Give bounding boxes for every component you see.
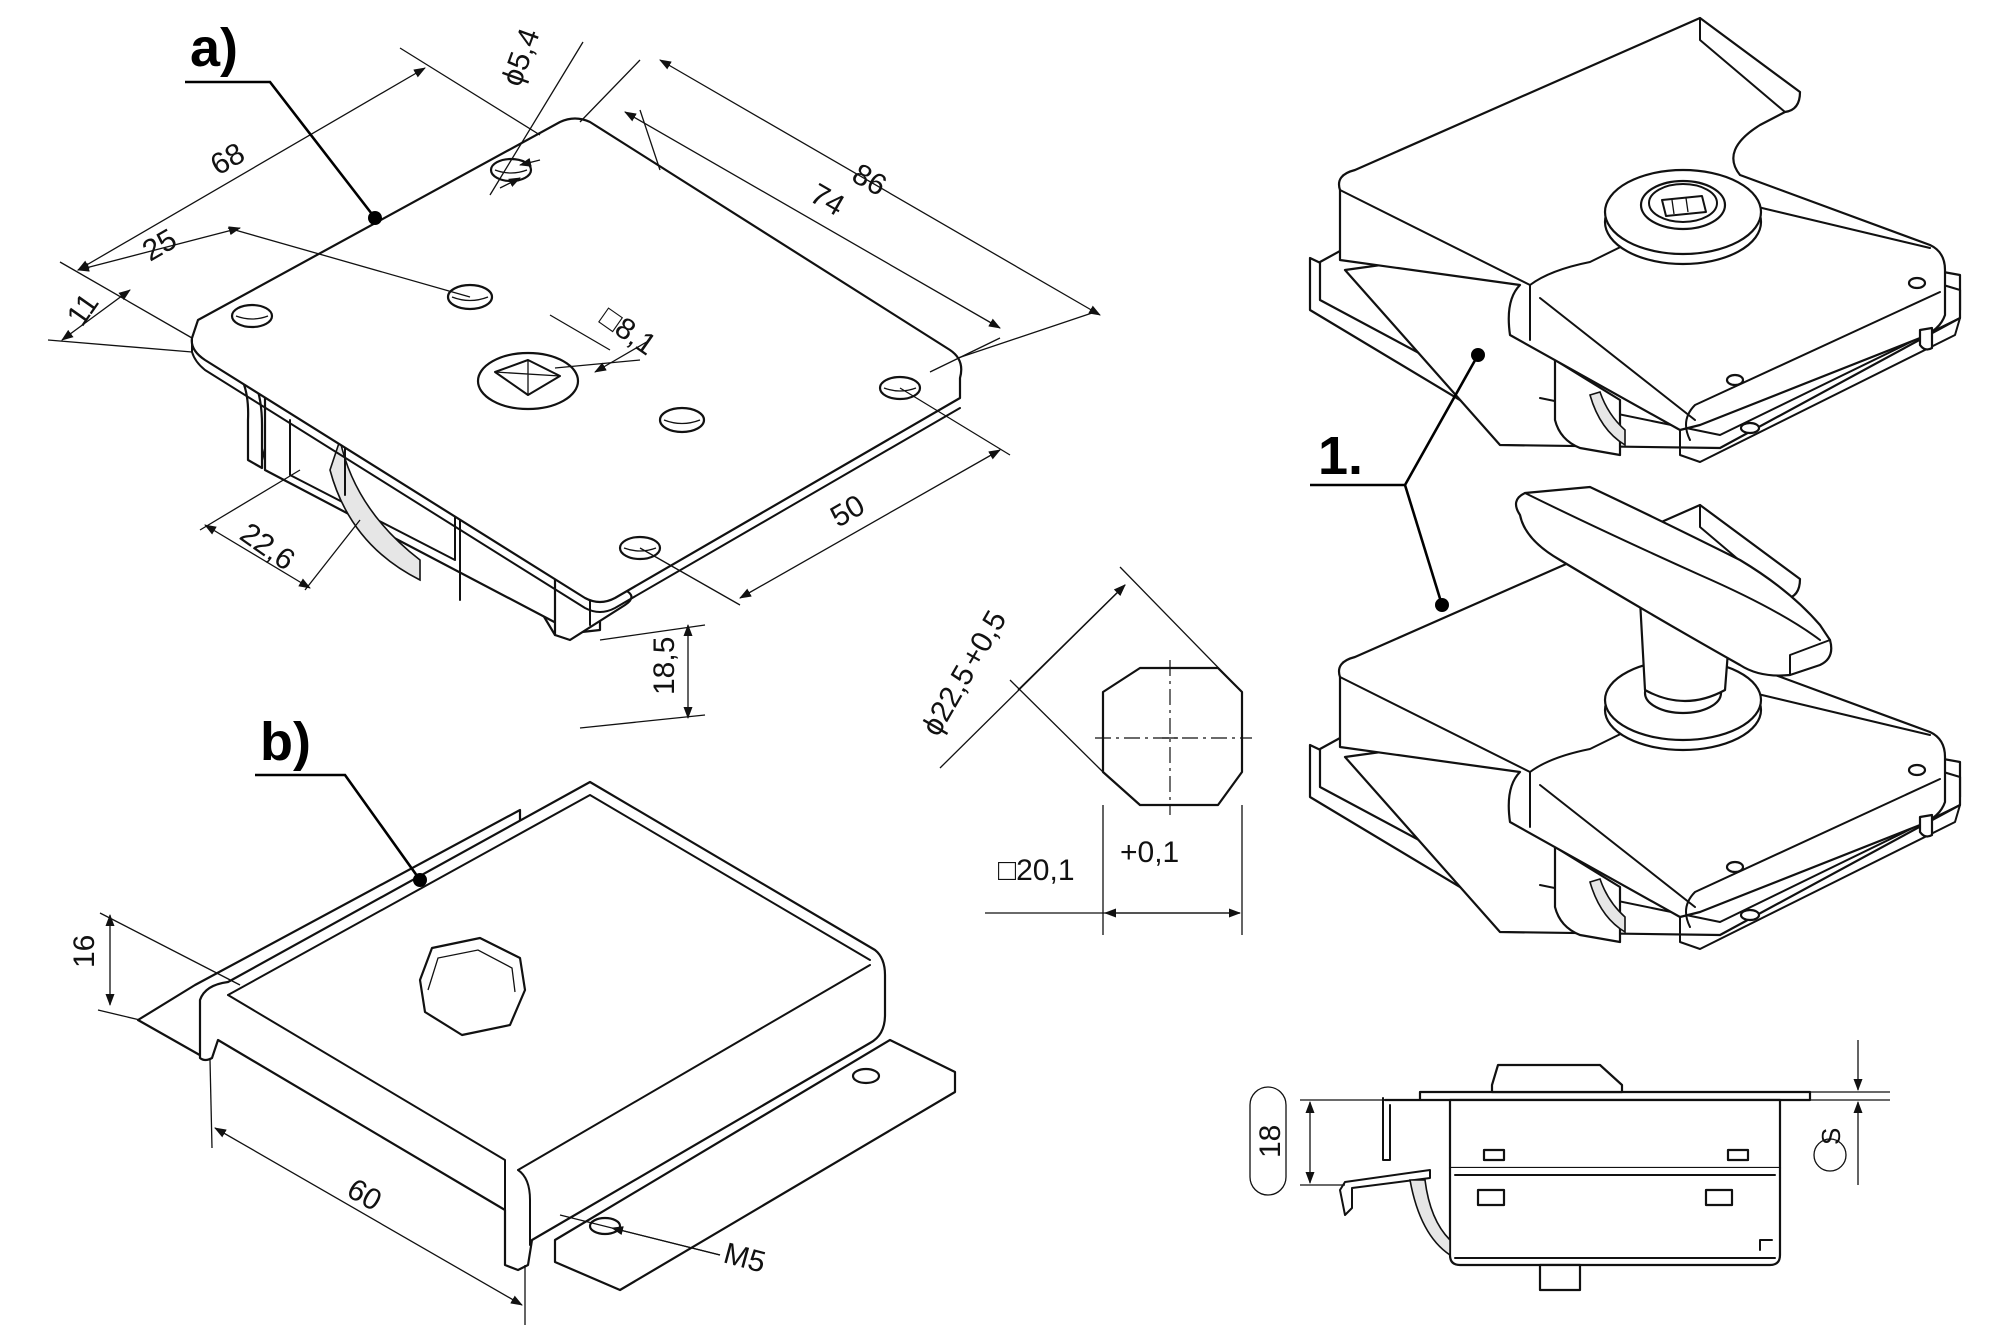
- dim-square-20-1: □20,1: [998, 854, 1075, 887]
- callout-a: a): [190, 18, 238, 78]
- dim-11: 11: [61, 288, 106, 332]
- dim-68: 68: [205, 137, 250, 182]
- dim-s: S: [1816, 1128, 1846, 1145]
- dim-86: 86: [847, 157, 892, 202]
- assembly-cylinder-lock: [1308, 16, 1962, 463]
- dim-diameter-5-4: ϕ5,4: [496, 24, 547, 90]
- callout-b: b): [260, 712, 311, 772]
- dim-60: 60: [342, 1172, 387, 1217]
- spindle-opening: [476, 351, 580, 411]
- callout-1: 1.: [1310, 348, 1485, 612]
- dim-square-tolerance: +0,1: [1120, 836, 1179, 869]
- dim-18-5: 18,5: [648, 637, 681, 695]
- dim-25: 25: [137, 223, 182, 268]
- assembly-handle-lock: [1308, 485, 1962, 950]
- side-view: 18 S: [1249, 1040, 1890, 1292]
- dim-18: 18: [1254, 1125, 1287, 1158]
- dim-22-6: 22,6: [234, 517, 301, 578]
- callout-1-label: 1.: [1318, 426, 1363, 486]
- mounting-hole-detail: ϕ22,5+0,5 □20,1 +0,1: [915, 566, 1252, 935]
- dim-m5: M5: [720, 1237, 769, 1280]
- dim-16: 16: [68, 935, 101, 968]
- dim-74: 74: [805, 177, 850, 222]
- part-a-lock-body: 68 25 11 86 74 ϕ5,4 □8,1 50 22,6 18,5 a): [47, 18, 1101, 729]
- part-a-dimensions: [47, 41, 1101, 729]
- part-b-striker-plate: 16 60 M5 b): [68, 712, 957, 1325]
- dim-diameter-22-5: ϕ22,5+0,5: [915, 605, 1013, 741]
